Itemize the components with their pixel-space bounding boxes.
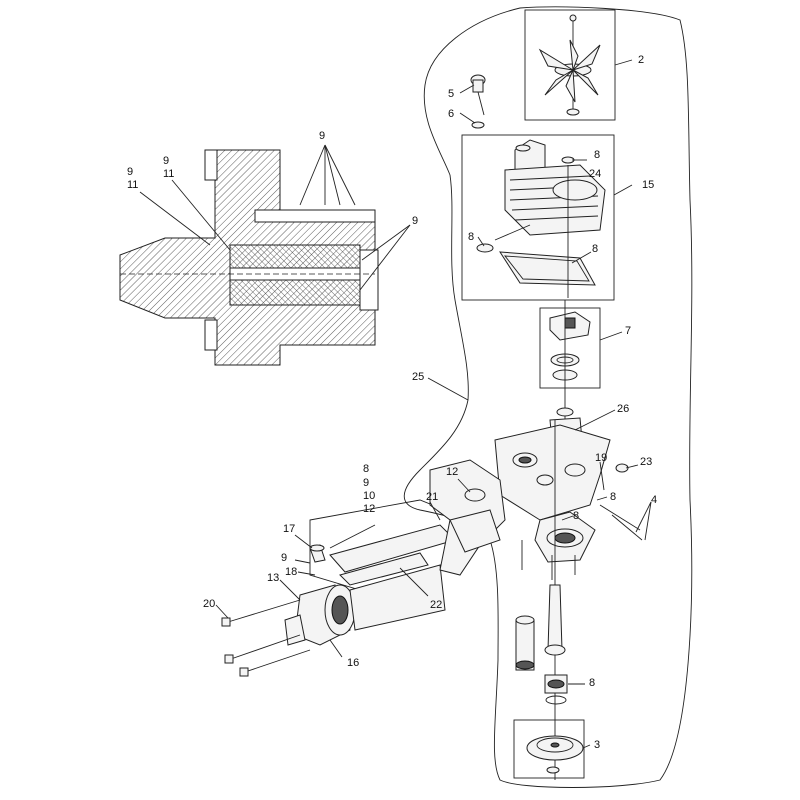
callout-9: 9	[163, 155, 169, 167]
leader-lines	[139, 59, 652, 749]
callout-2: 2	[638, 54, 644, 66]
callout-6: 6	[448, 108, 454, 120]
fan-box	[524, 9, 616, 121]
callout-23: 23	[640, 456, 652, 468]
callout-26: 26	[617, 403, 629, 415]
callout-13: 13	[267, 572, 279, 584]
callout-15: 15	[642, 179, 654, 191]
callout-9: 9	[127, 166, 133, 178]
callout-8: 8	[610, 491, 616, 503]
callout-17: 17	[283, 523, 295, 535]
pulley-box	[513, 719, 585, 779]
callout-16: 16	[347, 657, 359, 669]
callout-22: 22	[430, 599, 442, 611]
callout-8: 8	[573, 510, 579, 522]
callout-8: 8	[589, 677, 595, 689]
callout-12: 12	[363, 503, 375, 515]
callout-7: 7	[625, 325, 631, 337]
callout-9: 9	[281, 552, 287, 564]
callout-21: 21	[426, 491, 438, 503]
fill-cap	[470, 74, 486, 129]
callout-11: 11	[127, 179, 138, 191]
assembly-envelope-outline	[403, 6, 693, 788]
callout-3: 3	[594, 739, 600, 751]
callout-19: 19	[595, 452, 607, 464]
callout-12: 12	[446, 466, 458, 478]
lower-shaft-assembly	[515, 420, 568, 780]
callout-8: 8	[592, 243, 598, 255]
bearing-box	[539, 300, 601, 420]
motor-assembly	[221, 459, 506, 677]
callout-20: 20	[203, 598, 215, 610]
callout-9: 9	[319, 130, 325, 142]
callout-10: 10	[363, 490, 375, 502]
callout-24: 24	[589, 168, 601, 180]
callout-9: 9	[363, 477, 369, 489]
callout-25: 25	[412, 371, 424, 383]
housing-box	[461, 134, 615, 301]
callout-11: 11	[163, 168, 174, 180]
callout-9: 9	[412, 215, 418, 227]
callout-5: 5	[448, 88, 454, 100]
cross-section-view	[119, 149, 379, 366]
callout-8: 8	[363, 463, 369, 475]
transmission-case	[494, 407, 643, 580]
callout-4: 4	[651, 494, 657, 506]
callout-8: 8	[594, 149, 600, 161]
callout-labels: 2 5 6 8 24 15 8 8 7 25 26 19 23 8 4 8 8 …	[127, 54, 657, 751]
callout-18: 18	[285, 566, 297, 578]
callout-8: 8	[468, 231, 474, 243]
